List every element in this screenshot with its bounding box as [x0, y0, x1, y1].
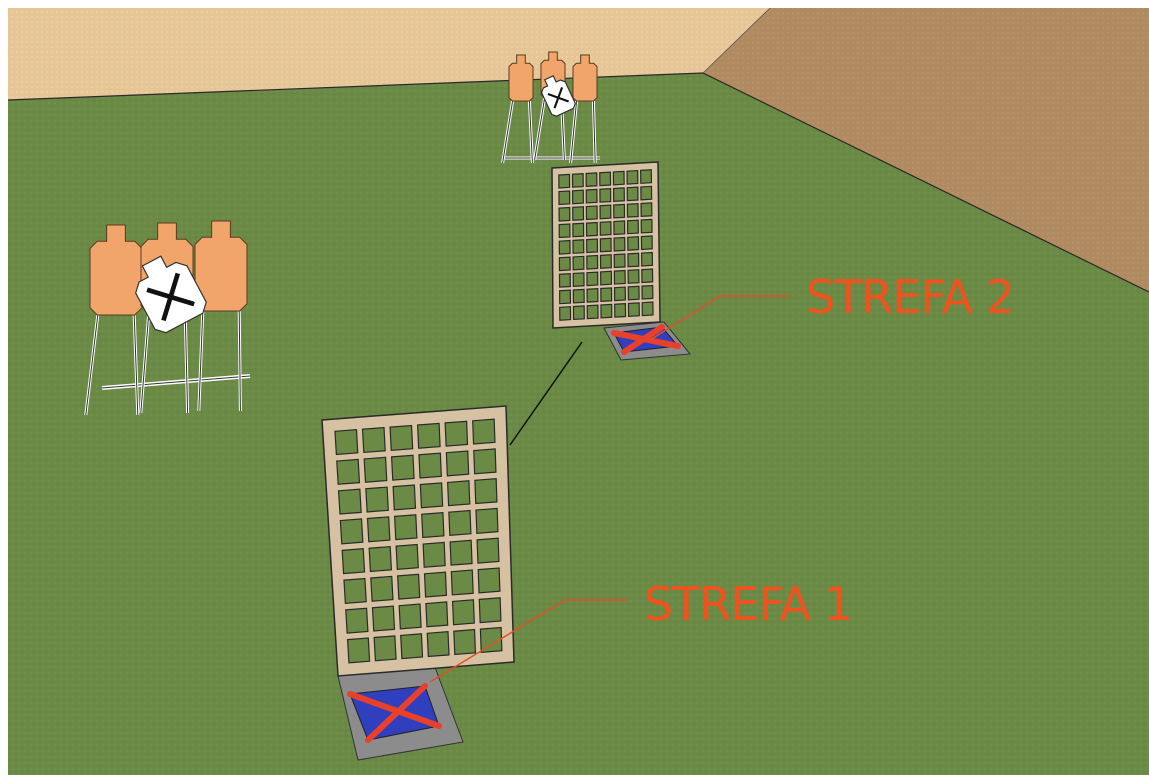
window-barricade-icon	[551, 161, 661, 329]
far-target-group	[501, 51, 600, 164]
zone-2-group	[551, 161, 691, 361]
right-wall	[703, 8, 1149, 292]
zone-connector-line	[509, 341, 583, 446]
window-barricade-icon	[321, 405, 515, 677]
no-shoot-target-icon	[540, 75, 576, 117]
paper-target-icon	[501, 54, 534, 164]
zone-2-label: STREFA 2	[806, 270, 1015, 324]
shooting-box-icon	[603, 321, 691, 361]
shooting-box-icon	[337, 661, 464, 761]
paper-target-icon	[194, 220, 248, 412]
wall-corner-edge	[702, 7, 771, 74]
paper-target-icon	[84, 224, 143, 416]
left-target-group	[84, 220, 251, 416]
zone-1-group	[321, 405, 515, 761]
zone-1-leader	[429, 599, 628, 683]
paper-target-icon	[569, 54, 598, 164]
zone-2-leader	[649, 295, 790, 341]
ground	[8, 73, 1149, 775]
no-shoot-target-icon	[135, 255, 207, 334]
zone-1-label: STREFA 1	[644, 577, 853, 631]
